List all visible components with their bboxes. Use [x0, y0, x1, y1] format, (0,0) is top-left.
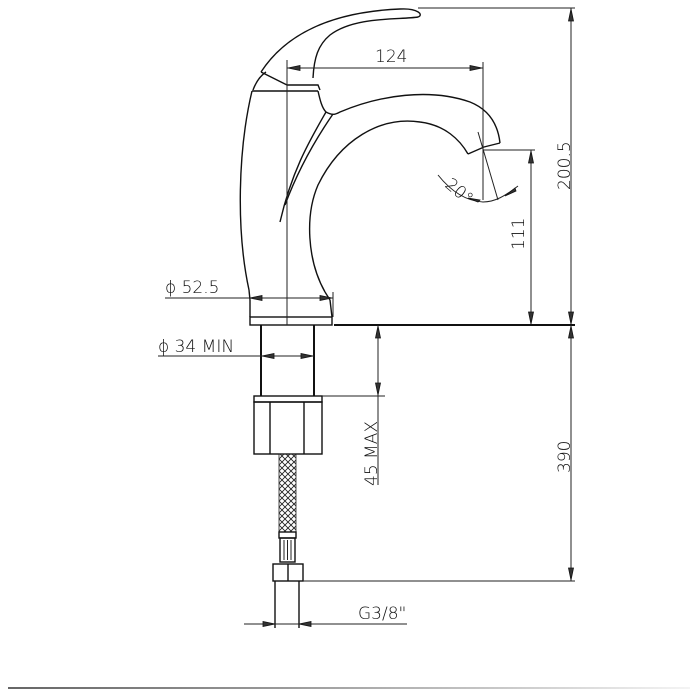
dim-label-hose-length: 390: [555, 441, 575, 473]
bottom-divider: [8, 687, 690, 689]
dim-label-swivel-angle: 20°: [441, 175, 477, 210]
dim-label-deck-thickness: 45 MAX: [362, 421, 382, 486]
dim-label-spout-reach: 124: [375, 47, 407, 67]
dim-base-diameter: ϕ 52.5: [165, 278, 334, 317]
dim-label-spout-height: 111: [509, 218, 529, 250]
dim-spout-reach: 124: [287, 47, 484, 200]
dim-deck-thickness: 45 MAX: [322, 325, 385, 486]
base-ring: [249, 299, 333, 326]
dim-hose-length: 390: [303, 325, 575, 582]
dim-hole-diameter: ϕ 34 MIN: [158, 337, 314, 359]
dim-connection-thread: G3/8": [244, 604, 407, 627]
dim-total-height: 200.5: [418, 7, 575, 325]
dim-label-total-height: 200.5: [555, 141, 575, 190]
braided-hose: [272, 453, 304, 628]
mounting-shank: [253, 325, 323, 455]
faucet-body: [239, 8, 501, 301]
dim-spout-height: 111: [483, 149, 535, 325]
dim-label-base-diameter: ϕ 52.5: [165, 278, 219, 298]
dim-label-connection-thread: G3/8": [358, 604, 406, 624]
dim-swivel-angle: 20°: [437, 131, 519, 210]
dim-label-hole-diameter: ϕ 34 MIN: [158, 337, 234, 357]
